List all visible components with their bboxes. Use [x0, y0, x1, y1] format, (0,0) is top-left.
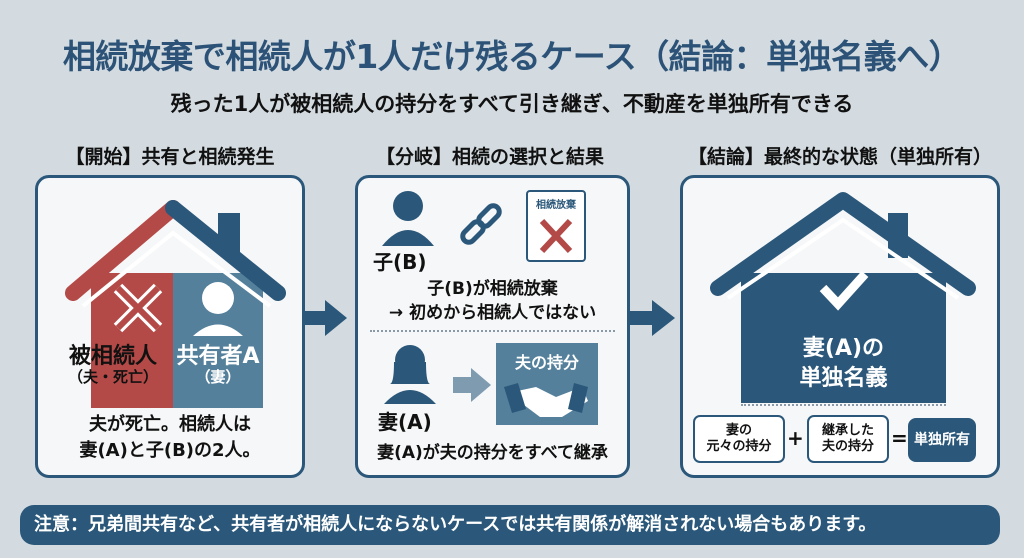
arrow-right-icon [453, 368, 491, 402]
shared-house-icon [65, 200, 286, 408]
woman-icon [193, 282, 243, 336]
box-line: 元々の持分 [706, 439, 772, 454]
document-title: 相続放棄 [536, 200, 576, 211]
section-header-branch: 【分岐】相続の選択と結果 [375, 146, 604, 168]
wife-text: 妻(A)が夫の持分をすべて継承 [377, 443, 608, 463]
child-text-1: 子(B)が相続放棄 [427, 279, 558, 299]
husband-share-box: 夫の持分 [496, 343, 598, 425]
caption-line-1: 夫が死亡。相続人は [89, 414, 251, 435]
panel-start: 被相続人 （夫・死亡） 共有者A （妻） 夫が死亡。相続人は 妻(A)と子(B)… [35, 175, 305, 478]
panel-conclusion: 妻(A)の 単独名義 妻の元々の持分 + 継承した夫の持分 = 単独所有 [680, 175, 1000, 478]
box-line: 夫の持分 [821, 439, 874, 454]
note-banner: 注意：兄弟間共有など、共有者が相続人にならないケースでは共有関係が解消されない場… [20, 505, 1000, 545]
section-header-conclusion: 【結論】最終的な状態（単独所有） [687, 146, 992, 168]
child-person-icon [382, 191, 434, 246]
page-title: 相続放棄で相続人が1人だけ残るケース（結論：単独名義へ） [62, 37, 962, 76]
arrow-right-icon [630, 300, 675, 336]
coowner-label: 共有者A [176, 344, 260, 369]
arrow-right-icon [305, 300, 347, 336]
equals-sign: = [891, 426, 908, 450]
sole-ownership-house-icon [710, 192, 976, 403]
checkmark-icon [819, 270, 869, 311]
cross-icon [113, 283, 163, 333]
child-label: 子(B) [373, 250, 427, 274]
deceased-label: 被相続人 [68, 344, 157, 369]
divider [370, 330, 615, 332]
renunciation-document: 相続放棄 [526, 190, 586, 262]
plus-sign: + [787, 426, 804, 450]
wife-label: 妻(A) [378, 410, 432, 434]
caption-line-2: 妻(A)と子(B)の2人。 [79, 440, 261, 461]
cross-icon [539, 218, 573, 254]
house-text-2: 単独名義 [799, 366, 888, 391]
child-text-2: → 初めから相続人ではない [388, 303, 597, 323]
original-share-box: 妻の元々の持分 [693, 415, 785, 463]
page-subtitle: 残った1人が被相続人の持分をすべて引き継ぎ、不動産を単独所有できる [170, 92, 854, 116]
house-text-1: 妻(A)の [802, 336, 885, 361]
broken-chain-icon [460, 203, 502, 245]
wife-person-icon [384, 345, 436, 404]
panel-branch: 子(B) 相続放棄 子(B)が相続放棄 → 初めから相続人ではない 妻(A) 夫… [355, 175, 630, 478]
coowner-sub: （妻） [195, 368, 241, 386]
handshake-icon [504, 383, 588, 417]
section-header-start: 【開始】共有と相続発生 [65, 146, 275, 168]
divider [741, 404, 946, 406]
sole-ownership-result: 単独所有 [908, 418, 976, 462]
husband-share-label: 夫の持分 [514, 353, 579, 372]
deceased-sub: （夫・死亡） [67, 368, 158, 386]
box-line: 妻の [725, 423, 752, 438]
box-line: 継承した [821, 423, 874, 438]
inherited-share-box: 継承した夫の持分 [807, 415, 889, 463]
